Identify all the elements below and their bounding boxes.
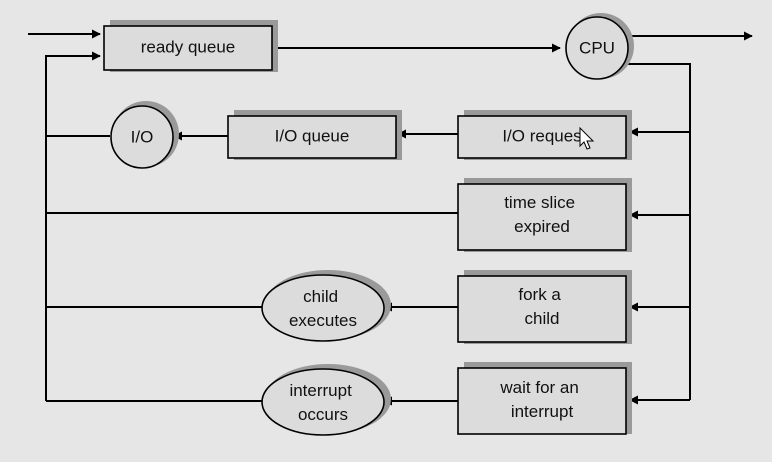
io-label: I/O [131,127,154,146]
io-request-label: I/O reques [502,126,581,145]
io-request-box: I/O reques [457,110,632,160]
fork-child-box: fork a child [457,270,632,344]
svg-text:I/O queue: I/O queue [275,126,350,145]
io-circle: I/O [110,101,179,169]
cpu-label: CPU [579,38,615,57]
svg-text:CPU: CPU [579,38,615,57]
interrupt-occurs-label-line1: interrupt [289,381,352,400]
svg-text:interrupt occurs: interrupt occurs [289,381,356,424]
wait-interrupt-box: wait for an interrupt [457,362,632,435]
child-executes-label-line1: child [303,287,338,306]
svg-text:fork a child: fork a child [518,285,565,328]
fork-child-label-line1: fork a [518,285,561,304]
time-slice-label-line1: time slice [504,193,575,212]
cursor-icon [579,126,595,150]
time-slice-expired-box: time slice expired [457,178,632,252]
ready-queue-box: ready queue [103,20,278,72]
io-queue-label: I/O queue [275,126,350,145]
wait-interrupt-label-line2: interrupt [511,402,574,421]
svg-text:time slice expired: time slice expired [504,193,580,236]
ready-queue-label: ready queue [141,37,236,56]
edges [28,29,753,406]
fork-child-label-line2: child [525,309,560,328]
svg-text:wait for an interrupt: wait for an interrupt [499,378,583,421]
child-executes-label-line2: executes [289,311,357,330]
interrupt-occurs-label-line2: occurs [298,405,348,424]
edge-cpu-right-bus [628,63,691,400]
svg-text:I/O: I/O [131,127,154,146]
interrupt-occurs-ellipse: interrupt occurs [261,364,391,436]
edge-left-return-bus [45,51,101,401]
time-slice-label-line2: expired [514,217,570,236]
svg-text:child executes: child executes [289,287,357,330]
cpu-circle: CPU [565,13,634,80]
child-executes-ellipse: child executes [261,270,391,342]
io-queue-box: I/O queue [227,110,402,160]
wait-interrupt-label-line1: wait for an [499,378,578,397]
svg-text:I/O reques: I/O reques [502,126,581,145]
svg-text:ready queue: ready queue [141,37,236,56]
